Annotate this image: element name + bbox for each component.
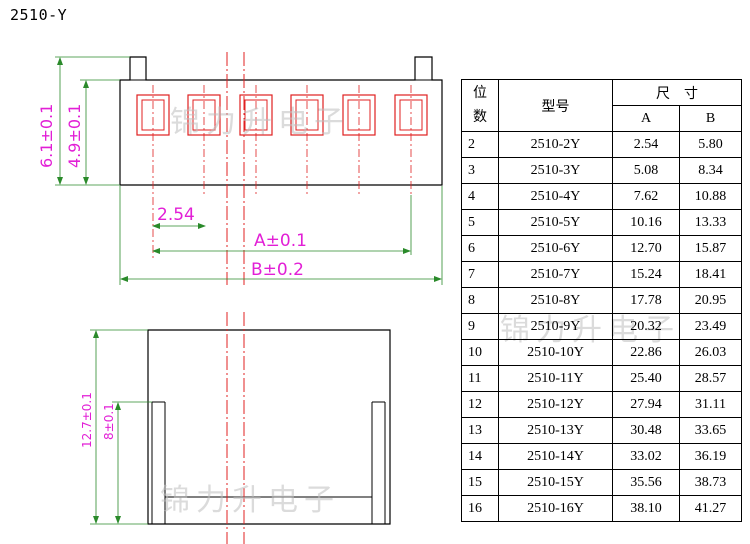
side-view: 12.7±0.1 8±0.1 — [80, 312, 391, 544]
row-model: 2510-12Y — [498, 391, 613, 418]
row-dim-b: 18.41 — [679, 261, 742, 288]
row-dim-a: 22.86 — [612, 339, 680, 366]
front-view: 6.1±0.1 4.9±0.1 2.54 A±0.1 B±0.2 — [37, 52, 443, 285]
row-dim-a: 30.48 — [612, 417, 680, 444]
row-dim-b: 36.19 — [679, 443, 742, 470]
header-model: 型号 — [498, 79, 613, 132]
header-a: A — [612, 105, 680, 132]
header-b: B — [679, 105, 742, 132]
row-position: 6 — [461, 235, 499, 262]
row-model: 2510-11Y — [498, 365, 613, 392]
row-dim-b: 10.88 — [679, 183, 742, 210]
row-dim-a: 17.78 — [612, 287, 680, 314]
row-dim-b: 41.27 — [679, 495, 742, 522]
watermark-top: 锦力升电子 — [170, 105, 350, 140]
row-dim-b: 23.49 — [679, 313, 742, 340]
row-dim-a: 35.56 — [612, 469, 680, 496]
row-model: 2510-15Y — [498, 469, 613, 496]
row-position: 2 — [461, 131, 499, 158]
dim-a: A±0.1 — [254, 231, 307, 251]
side-view-outline — [147, 329, 391, 525]
row-dim-a: 27.94 — [612, 391, 680, 418]
row-dim-a: 15.24 — [612, 261, 680, 288]
row-dim-a: 5.08 — [612, 157, 680, 184]
row-position: 12 — [461, 391, 499, 418]
row-position: 7 — [461, 261, 499, 288]
row-position: 13 — [461, 417, 499, 444]
row-dim-a: 12.70 — [612, 235, 680, 262]
row-model: 2510-9Y — [498, 313, 613, 340]
row-model: 2510-10Y — [498, 339, 613, 366]
pin-centerlines — [152, 85, 412, 258]
watermark-bottom: 锦力升电子 — [160, 483, 340, 518]
row-position: 9 — [461, 313, 499, 340]
row-dim-a: 38.10 — [612, 495, 680, 522]
row-model: 2510-13Y — [498, 417, 613, 444]
row-dim-b: 38.73 — [679, 469, 742, 496]
row-dim-b: 5.80 — [679, 131, 742, 158]
row-model: 2510-7Y — [498, 261, 613, 288]
row-position: 14 — [461, 443, 499, 470]
row-dim-a: 25.40 — [612, 365, 680, 392]
row-model: 2510-16Y — [498, 495, 613, 522]
row-position: 16 — [461, 495, 499, 522]
row-model: 2510-14Y — [498, 443, 613, 470]
row-position: 11 — [461, 365, 499, 392]
row-position: 3 — [461, 157, 499, 184]
row-dim-a: 10.16 — [612, 209, 680, 236]
dim-side-height-total: 12.7±0.1 — [80, 392, 94, 448]
row-model: 2510-8Y — [498, 287, 613, 314]
row-dim-b: 13.33 — [679, 209, 742, 236]
row-position: 5 — [461, 209, 499, 236]
dim-b: B±0.2 — [251, 260, 304, 280]
row-dim-b: 20.95 — [679, 287, 742, 314]
row-dim-b: 28.57 — [679, 365, 742, 392]
dim-height-body: 4.9±0.1 — [65, 104, 84, 168]
row-model: 2510-5Y — [498, 209, 613, 236]
row-dim-a: 33.02 — [612, 443, 680, 470]
row-position: 8 — [461, 287, 499, 314]
dim-pitch: 2.54 — [157, 205, 195, 225]
row-model: 2510-6Y — [498, 235, 613, 262]
row-dim-b: 26.03 — [679, 339, 742, 366]
drawing-title: 2510-Y — [10, 6, 68, 24]
row-dim-b: 15.87 — [679, 235, 742, 262]
row-position: 4 — [461, 183, 499, 210]
row-model: 2510-4Y — [498, 183, 613, 210]
row-dim-b: 33.65 — [679, 417, 742, 444]
header-position: 位 数 — [461, 79, 499, 132]
row-dim-b: 31.11 — [679, 391, 742, 418]
row-model: 2510-2Y — [498, 131, 613, 158]
row-dim-a: 7.62 — [612, 183, 680, 210]
row-position: 15 — [461, 469, 499, 496]
row-dim-a: 20.32 — [612, 313, 680, 340]
header-size: 尺 寸 — [612, 79, 742, 106]
row-model: 2510-3Y — [498, 157, 613, 184]
dim-height-total: 6.1±0.1 — [37, 104, 56, 168]
row-dim-b: 8.34 — [679, 157, 742, 184]
dim-side-height-pin: 8±0.1 — [102, 403, 116, 440]
row-dim-a: 2.54 — [612, 131, 680, 158]
row-position: 10 — [461, 339, 499, 366]
